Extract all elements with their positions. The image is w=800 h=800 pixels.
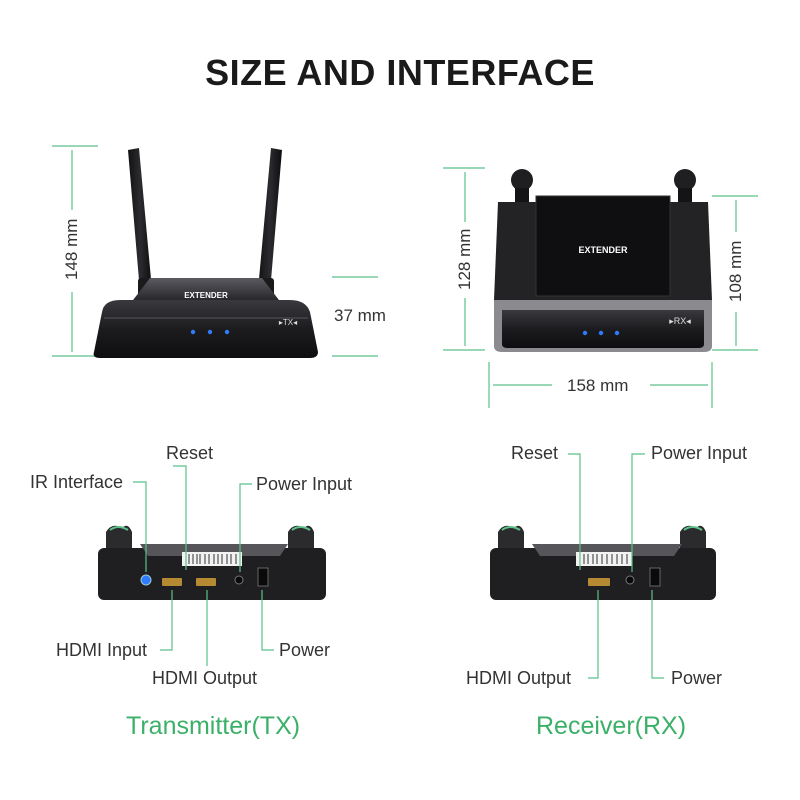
tx-badge-text: ▸TX◂	[279, 318, 297, 327]
tx-power-label: Power	[279, 640, 331, 660]
rx-device-back	[490, 525, 716, 600]
rx-reset-label: Reset	[511, 443, 559, 463]
rx-inner-height-label: 108 mm	[726, 240, 745, 302]
tx-height-label: 148 mm	[62, 218, 81, 280]
tx-caption: Transmitter(TX)	[126, 712, 301, 740]
tx-dimension-guides	[52, 145, 378, 357]
tx-logo: EXTENDER	[184, 291, 228, 300]
rx-caption: Receiver(RX)	[536, 712, 687, 740]
rx-logo: EXTENDER	[578, 245, 628, 255]
tx-hdmi-input-label: HDMI Input	[56, 640, 148, 660]
rx-width-label: 158 mm	[567, 376, 629, 395]
tx-device-back	[98, 525, 326, 600]
page-title: SIZE AND INTERFACE	[205, 52, 595, 93]
rx-hdmi-output-label: HDMI Output	[466, 668, 572, 688]
tx-device-front: EXTENDER ▸TX◂	[93, 148, 318, 358]
rx-device-front: EXTENDER ▸RX◂	[494, 169, 712, 352]
tx-power-input-label: Power Input	[256, 474, 353, 494]
rx-height-label: 128 mm	[455, 228, 474, 290]
rx-power-input-label: Power Input	[651, 443, 748, 463]
tx-reset-label: Reset	[166, 443, 214, 463]
tx-ir-interface-label: IR Interface	[30, 472, 124, 492]
tx-depth-label: 37 mm	[334, 306, 386, 325]
tx-hdmi-output-label: HDMI Output	[152, 668, 258, 688]
rx-power-label: Power	[671, 668, 723, 688]
rx-badge-text: ▸RX◂	[669, 316, 691, 326]
rx-dimension-guides	[443, 167, 758, 408]
tx-callout-lines	[133, 465, 274, 666]
rx-callout-lines	[568, 453, 664, 679]
